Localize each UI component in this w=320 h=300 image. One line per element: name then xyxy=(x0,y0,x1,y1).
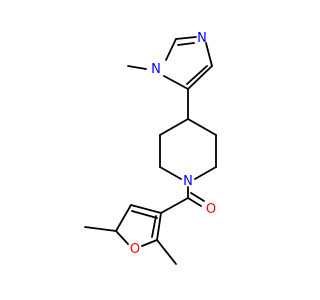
bond-pip-c2-n xyxy=(194,166,217,180)
atom-n-imidazole-methyl: N xyxy=(151,62,161,77)
bond-pip-c4-c3 xyxy=(187,118,217,136)
bond-imid-c4-c5-double xyxy=(186,65,208,85)
bond-furan-c5-o xyxy=(115,230,129,245)
bond-furan-c2-c3 xyxy=(156,212,162,241)
bonds xyxy=(84,36,217,265)
bond-pip-c5-c4 xyxy=(159,118,189,136)
molecule-structure-diagram: N N N O O xyxy=(84,31,217,265)
bond-methyl-n xyxy=(127,65,147,70)
bond-imid-c4-c5 xyxy=(187,65,213,90)
bond-carbonyl-o-double xyxy=(190,192,205,202)
bond-furan-c3-c4-double xyxy=(131,210,158,219)
bond-carbonyl-o xyxy=(187,197,202,207)
bond-imid-c2-n3-double xyxy=(177,42,195,46)
bond-carbonyl-furan xyxy=(160,197,189,214)
bond-imid-c5-n1 xyxy=(163,75,189,90)
bond-furan-c3-c4 xyxy=(130,204,162,214)
bond-furan-o-c2 xyxy=(141,239,158,247)
bond-imid-c2-n3 xyxy=(175,36,197,40)
bond-furan-c5-methyl xyxy=(84,226,117,232)
bond-imid-n1-c2 xyxy=(165,38,177,61)
atom-o-carbonyl: O xyxy=(206,202,216,217)
bond-furan-c2-methyl xyxy=(156,239,177,265)
bond-furan-c2-c3-double xyxy=(151,215,157,238)
atom-labels: N N N O O xyxy=(130,31,216,257)
atom-n-imidazole: N xyxy=(197,31,207,46)
bond-furan-c4-c5 xyxy=(115,204,132,232)
bond-imid-n3-c4 xyxy=(205,42,213,67)
bond-pip-n-c6 xyxy=(159,166,182,180)
atom-o-furan: O xyxy=(130,242,140,257)
atom-n-piperidine: N xyxy=(183,174,193,189)
